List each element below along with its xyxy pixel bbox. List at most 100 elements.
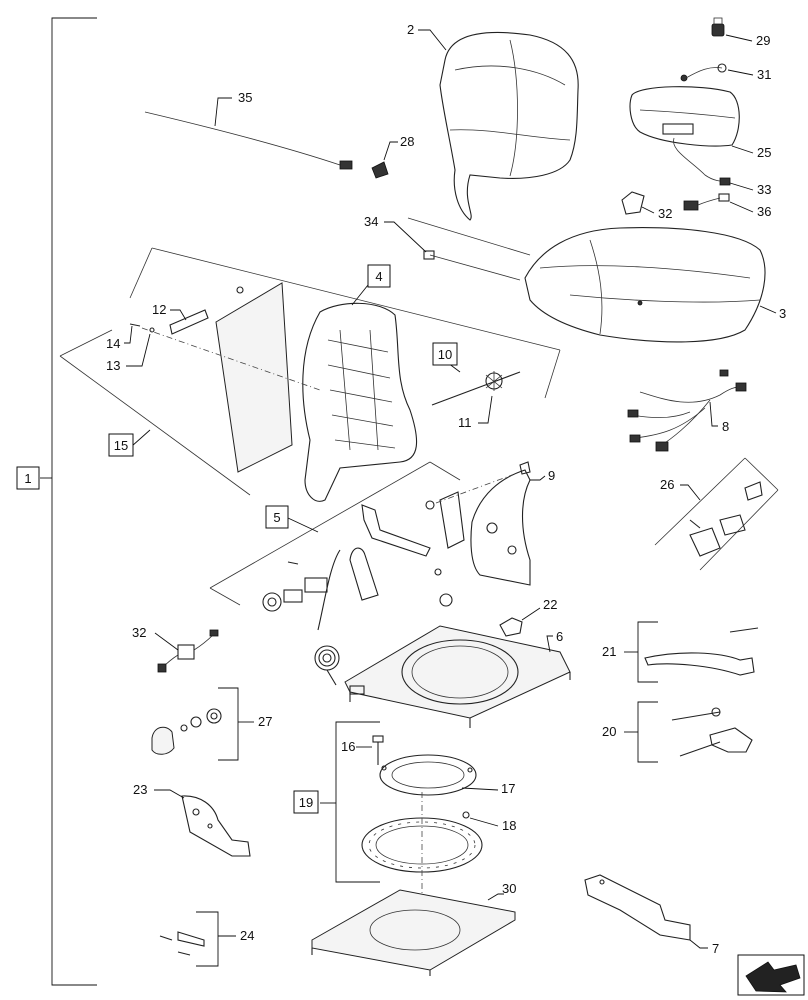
- group-15-outline: [59, 247, 561, 496]
- svg-text:20: 20: [602, 724, 616, 739]
- clip-part-29[interactable]: [711, 17, 725, 37]
- callout-21[interactable]: 21: [602, 644, 616, 659]
- back-frame[interactable]: [302, 302, 418, 502]
- svg-text:8: 8: [722, 419, 729, 434]
- module-part-32-lower[interactable]: [157, 629, 219, 673]
- svg-text:18: 18: [502, 818, 516, 833]
- handle-part-21[interactable]: [644, 627, 759, 676]
- harness-part-36[interactable]: [683, 193, 730, 211]
- callout-20[interactable]: 20: [602, 724, 616, 739]
- callout-32-upper[interactable]: 32: [641, 206, 672, 221]
- latch-part-20[interactable]: [671, 707, 753, 757]
- callout-30[interactable]: 30: [487, 881, 516, 901]
- callout-17[interactable]: 17: [461, 781, 515, 796]
- svg-text:27: 27: [258, 714, 272, 729]
- svg-text:13: 13: [106, 358, 120, 373]
- callout-31[interactable]: 31: [727, 67, 771, 82]
- bottom-plate-30[interactable]: [311, 889, 516, 976]
- callout-13[interactable]: 13: [106, 333, 151, 373]
- connector-part-31[interactable]: [680, 63, 727, 82]
- callout-14[interactable]: 14: [106, 325, 133, 351]
- callout-2[interactable]: 2: [407, 22, 447, 51]
- callout-29[interactable]: 29: [725, 33, 770, 48]
- svg-text:19: 19: [299, 795, 313, 810]
- callout-3[interactable]: 3: [759, 305, 786, 321]
- callout-7[interactable]: 7: [689, 939, 719, 956]
- svg-text:11: 11: [458, 415, 472, 430]
- rod-part-10[interactable]: [431, 371, 521, 406]
- svg-text:34: 34: [364, 214, 378, 229]
- callout-36[interactable]: 36: [729, 201, 771, 219]
- wire-harness-8[interactable]: [627, 369, 747, 452]
- callout-19[interactable]: 19: [293, 790, 319, 814]
- pin-part-14[interactable]: [129, 323, 141, 327]
- svg-text:2: 2: [407, 22, 414, 37]
- callout-15[interactable]: 15: [108, 429, 151, 457]
- cable-part-34[interactable]: [407, 217, 531, 281]
- bracket-part-23[interactable]: [181, 795, 251, 857]
- callout-25[interactable]: 25: [731, 145, 771, 160]
- seat-cushion[interactable]: [524, 227, 766, 343]
- group-26-outline: [654, 457, 779, 571]
- connector-part-28[interactable]: [371, 161, 389, 179]
- armrest-pad[interactable]: [629, 86, 740, 182]
- view-direction-arrow-icon[interactable]: [737, 954, 805, 996]
- svg-text:36: 36: [757, 204, 771, 219]
- callout-34[interactable]: 34: [364, 214, 427, 253]
- connector-part-33[interactable]: [719, 177, 731, 186]
- svg-text:3: 3: [779, 306, 786, 321]
- shaft-parts[interactable]: [262, 561, 328, 612]
- callout-10[interactable]: 10: [432, 342, 461, 373]
- callout-5[interactable]: 5: [265, 505, 319, 533]
- svg-text:31: 31: [757, 67, 771, 82]
- cable-part-35[interactable]: [144, 111, 353, 170]
- bracket-part-12[interactable]: [169, 309, 209, 335]
- spring-part[interactable]: [314, 568, 453, 686]
- bracket-part-7[interactable]: [584, 874, 691, 941]
- svg-text:5: 5: [273, 510, 280, 525]
- callout-24[interactable]: 24: [240, 928, 254, 943]
- side-bracket-9[interactable]: [425, 461, 531, 586]
- base-plate-6[interactable]: [344, 625, 571, 728]
- svg-text:16: 16: [341, 739, 355, 754]
- axis-line-9: [435, 474, 513, 504]
- callout-12[interactable]: 12: [152, 302, 187, 321]
- strap-part-24[interactable]: [159, 931, 205, 956]
- pin-part-18[interactable]: [462, 811, 470, 819]
- callout-16[interactable]: 16: [341, 739, 372, 754]
- callout-8[interactable]: 8: [709, 401, 729, 434]
- callout-35[interactable]: 35: [214, 90, 252, 127]
- ring-part-17[interactable]: [379, 754, 477, 796]
- callout-4[interactable]: 4: [351, 264, 391, 306]
- group-21-bracket: [624, 621, 658, 683]
- callout-6[interactable]: 6: [546, 629, 563, 653]
- callout-33[interactable]: 33: [729, 182, 771, 197]
- latch-part-26[interactable]: [689, 481, 763, 557]
- callout-18[interactable]: 18: [469, 817, 516, 833]
- clip-part-22[interactable]: [499, 617, 523, 637]
- callout-32-lower[interactable]: 32: [132, 625, 179, 651]
- group-24-bracket: [196, 911, 236, 967]
- main-assembly-bracket: [40, 17, 97, 986]
- callout-23[interactable]: 23: [133, 782, 185, 799]
- callout-28[interactable]: 28: [383, 134, 414, 161]
- svg-text:7: 7: [712, 941, 719, 956]
- svg-text:28: 28: [400, 134, 414, 149]
- svg-text:6: 6: [556, 629, 563, 644]
- callout-22[interactable]: 22: [521, 597, 557, 621]
- module-part-32-upper[interactable]: [621, 191, 645, 215]
- pin-part-13[interactable]: [149, 327, 155, 333]
- axis-line-12: [141, 327, 321, 391]
- lever-linkage[interactable]: [317, 504, 431, 631]
- callout-26[interactable]: 26: [660, 477, 701, 501]
- back-panel-board[interactable]: [215, 282, 293, 473]
- callout-9[interactable]: 9: [530, 468, 555, 483]
- back-cushion[interactable]: [439, 31, 579, 221]
- group-20-bracket: [624, 701, 658, 763]
- svg-text:29: 29: [756, 33, 770, 48]
- callout-1[interactable]: 1: [16, 466, 40, 490]
- callout-27[interactable]: 27: [258, 714, 272, 729]
- bolt-part-16[interactable]: [372, 735, 384, 765]
- knob-part-27[interactable]: [151, 708, 222, 755]
- callout-11[interactable]: 11: [458, 395, 493, 430]
